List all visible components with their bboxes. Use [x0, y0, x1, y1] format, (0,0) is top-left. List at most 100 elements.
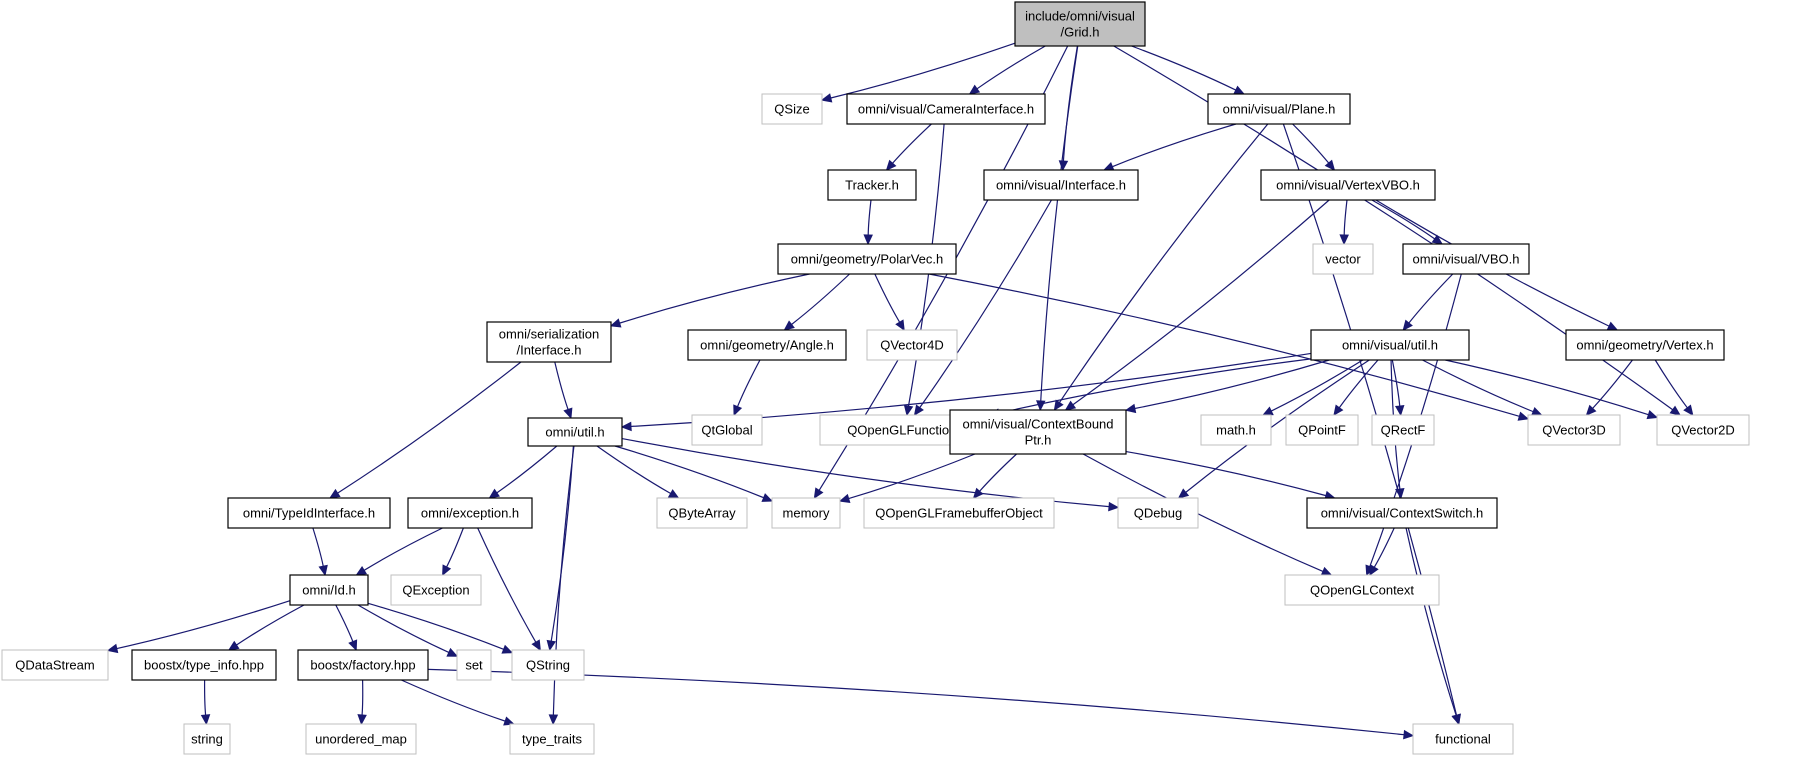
node-box-exception	[407, 497, 533, 529]
edge-grid-to-qsize	[830, 42, 1016, 99]
arrowhead-visutil-to-qrectf	[1394, 405, 1405, 417]
arrowhead-exception-to-qstring	[531, 639, 541, 652]
node-label-visint-line-0: omni/visual/Interface.h	[996, 178, 1126, 193]
arrowhead-idh-to-qstring	[501, 644, 514, 654]
node-box-camint	[846, 93, 1046, 125]
node-box-factory	[297, 649, 429, 681]
node-label-vbo-line-0: omni/visual/VBO.h	[1413, 252, 1520, 267]
edge-exception-to-idh	[363, 527, 443, 571]
node-box-set	[456, 649, 492, 681]
node-typeid[interactable]: omni/TypeIdInterface.h	[227, 497, 391, 529]
arrowhead-grid-to-qsize	[820, 93, 833, 103]
arrowhead-visint-to-qoglfunc	[913, 404, 924, 417]
edge-ctxbound-to-memory	[848, 453, 976, 500]
arrowhead-ctxswitch-to-qoglctx	[1369, 564, 1379, 577]
node-box-grid	[1014, 1, 1146, 47]
node-label-vertexvbo-line-0: omni/visual/VertexVBO.h	[1276, 178, 1420, 193]
node-label-visutil-line-0: omni/visual/util.h	[1342, 338, 1438, 353]
node-vector: vector	[1312, 243, 1374, 275]
node-serint[interactable]: omni/serialization/Interface.h	[486, 321, 612, 363]
node-vertex[interactable]: omni/geometry/Vertex.h	[1565, 329, 1725, 361]
arrowhead-grid-to-camint	[968, 84, 981, 95]
node-box-qpointf	[1285, 414, 1359, 446]
edge-typeid-to-idh	[312, 527, 324, 567]
arrowhead-serint-to-typeid	[329, 488, 341, 499]
node-idh[interactable]: omni/Id.h	[289, 574, 369, 606]
node-box-vector	[1312, 243, 1374, 275]
edge-tracker-to-polarvec	[867, 199, 872, 236]
node-angle[interactable]: omni/geometry/Angle.h	[687, 329, 847, 361]
node-visutil[interactable]: omni/visual/util.h	[1310, 329, 1470, 361]
edge-idh-to-set	[357, 604, 450, 654]
node-camint[interactable]: omni/visual/CameraInterface.h	[846, 93, 1046, 125]
arrowhead-vertexvbo-to-vbo	[1431, 234, 1444, 245]
node-box-qbytearray	[656, 497, 748, 529]
arrowhead-vbo-to-visutil	[1402, 319, 1413, 331]
node-exception[interactable]: omni/exception.h	[407, 497, 533, 529]
node-vertexvbo[interactable]: omni/visual/VertexVBO.h	[1260, 169, 1436, 201]
node-box-ctxbound	[949, 409, 1127, 455]
node-factory[interactable]: boostx/factory.hpp	[297, 649, 429, 681]
node-box-string	[183, 723, 231, 755]
node-label-vector-line-0: vector	[1325, 252, 1361, 267]
node-visint[interactable]: omni/visual/Interface.h	[983, 169, 1139, 201]
node-ctxswitch[interactable]: omni/visual/ContextSwitch.h	[1306, 497, 1498, 529]
node-label-grid-line-1: /Grid.h	[1060, 25, 1099, 40]
node-box-qrectf	[1371, 414, 1435, 446]
edge-ctxswitch-to-functional	[1405, 527, 1457, 716]
node-label-polarvec-line-0: omni/geometry/PolarVec.h	[791, 252, 943, 267]
node-label-qrectf-line-0: QRectF	[1381, 423, 1426, 438]
edge-visutil-to-ctxbound	[1134, 359, 1330, 410]
arrowhead-visutil-to-qvector3d	[1530, 407, 1543, 416]
node-box-qtglobal	[691, 414, 763, 446]
node-box-qdatastream	[1, 649, 109, 681]
arrowhead-grid-to-plane	[1233, 85, 1245, 95]
node-label-grid-line-0: include/omni/visual	[1025, 9, 1135, 24]
node-typetraits: type_traits	[509, 723, 595, 755]
node-tracker[interactable]: Tracker.h	[827, 169, 917, 201]
arrowhead-idh-to-qdatastream	[106, 643, 119, 654]
node-polarvec[interactable]: omni/geometry/PolarVec.h	[777, 243, 957, 275]
edge-factory-to-unordmap	[361, 679, 364, 716]
node-box-ctxswitch	[1306, 497, 1498, 529]
node-qvector2d: QVector2D	[1656, 414, 1750, 446]
node-box-typetraits	[509, 723, 595, 755]
edge-typeinfo-to-string	[203, 679, 207, 716]
arrowhead-grid-to-qvector2d	[1669, 405, 1681, 416]
node-box-qdebug	[1117, 497, 1199, 529]
edge-vertexvbo-to-vector	[1343, 199, 1348, 236]
edge-ctxbound-to-qoglfbo	[979, 453, 1017, 492]
node-label-unordmap-line-0: unordered_map	[315, 732, 407, 747]
node-typeinfo[interactable]: boostx/type_info.hpp	[131, 649, 277, 681]
arrowhead-polarvec-to-qvector4d	[895, 319, 905, 332]
edge-visutil-to-qvector3d	[1422, 359, 1534, 413]
edge-vertex-to-qvector2d	[1654, 359, 1688, 409]
node-box-polarvec	[777, 243, 957, 275]
node-qsize: QSize	[761, 93, 823, 125]
node-label-qdatastream-line-0: QDataStream	[15, 658, 94, 673]
node-plane[interactable]: omni/visual/Plane.h	[1207, 93, 1351, 125]
arrowhead-factory-to-unordmap	[357, 714, 367, 726]
arrowhead-visutil-to-util	[620, 421, 632, 432]
node-label-ctxswitch-line-0: omni/visual/ContextSwitch.h	[1321, 506, 1484, 521]
arrowhead-idh-to-typeinfo	[227, 640, 240, 651]
node-label-qoglfbo-line-0: QOpenGLFramebufferObject	[875, 506, 1043, 521]
node-util[interactable]: omni/util.h	[527, 417, 623, 447]
arrowhead-util-to-typetraits	[548, 714, 559, 726]
node-vbo[interactable]: omni/visual/VBO.h	[1402, 243, 1530, 275]
edge-exception-to-qstring	[477, 527, 537, 643]
node-grid[interactable]: include/omni/visual/Grid.h	[1014, 1, 1146, 47]
edge-util-to-qbytearray	[596, 445, 671, 495]
node-box-memory	[771, 497, 841, 529]
arrowhead-vertexvbo-to-vector	[1339, 234, 1349, 246]
arrowhead-visutil-to-ctxswitch	[1395, 487, 1405, 500]
edge-grid-to-ctxbound	[1040, 45, 1079, 402]
node-label-set-line-0: set	[465, 658, 483, 673]
edge-plane-to-vertexvbo	[1292, 123, 1330, 164]
arrowhead-idh-to-factory	[348, 639, 358, 652]
arrowhead-exception-to-qexception	[442, 564, 452, 577]
arrowhead-visutil-to-ctxbound	[1124, 403, 1137, 414]
node-box-visint	[983, 169, 1139, 201]
